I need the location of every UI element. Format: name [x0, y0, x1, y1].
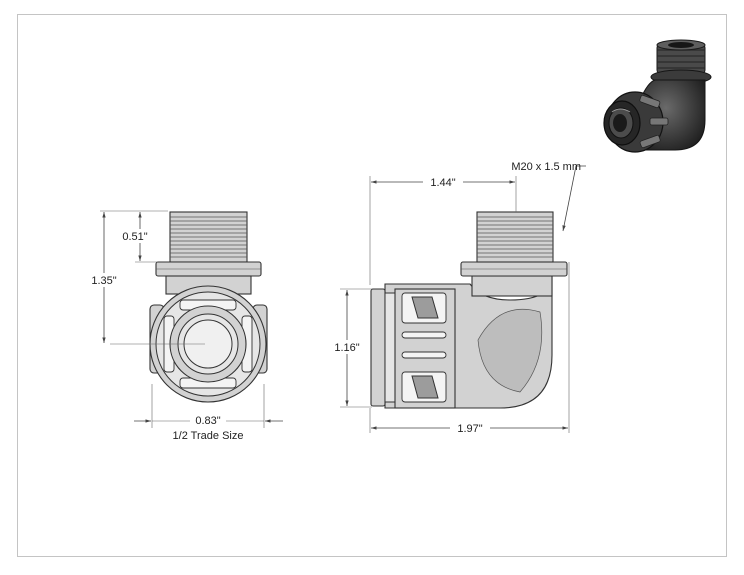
- dim-overall-height: 1.35": [91, 275, 116, 287]
- dim-body-height: 1.16": [334, 342, 359, 354]
- thread-lines-side: [477, 216, 553, 258]
- front-view: [110, 211, 268, 403]
- side-view-dimensions: 1.44" M20 x 1.5 mm 1.16" 1.97": [327, 161, 586, 435]
- dim-overall-length: 1.97": [457, 423, 482, 435]
- trade-size-label: 1/2 Trade Size: [173, 430, 244, 442]
- front-view-dimensions: 0.51" 1.35" 0.83" 1/2 Trade Size: [84, 210, 283, 442]
- dim-thread-length: 0.51": [122, 231, 147, 243]
- coupling-windows: [401, 292, 447, 403]
- thread-lines-front: [170, 216, 247, 258]
- side-view: [370, 211, 568, 409]
- drawing-sheet-frame: [17, 14, 727, 557]
- dim-offset-to-center: 1.44": [430, 177, 455, 189]
- dim-body-width: 0.83": [195, 415, 220, 427]
- coupling-slots: [401, 331, 447, 359]
- product-3d-render: [603, 39, 712, 153]
- thread-spec-label: M20 x 1.5 mm: [511, 161, 581, 173]
- grip-fingers: [163, 299, 253, 389]
